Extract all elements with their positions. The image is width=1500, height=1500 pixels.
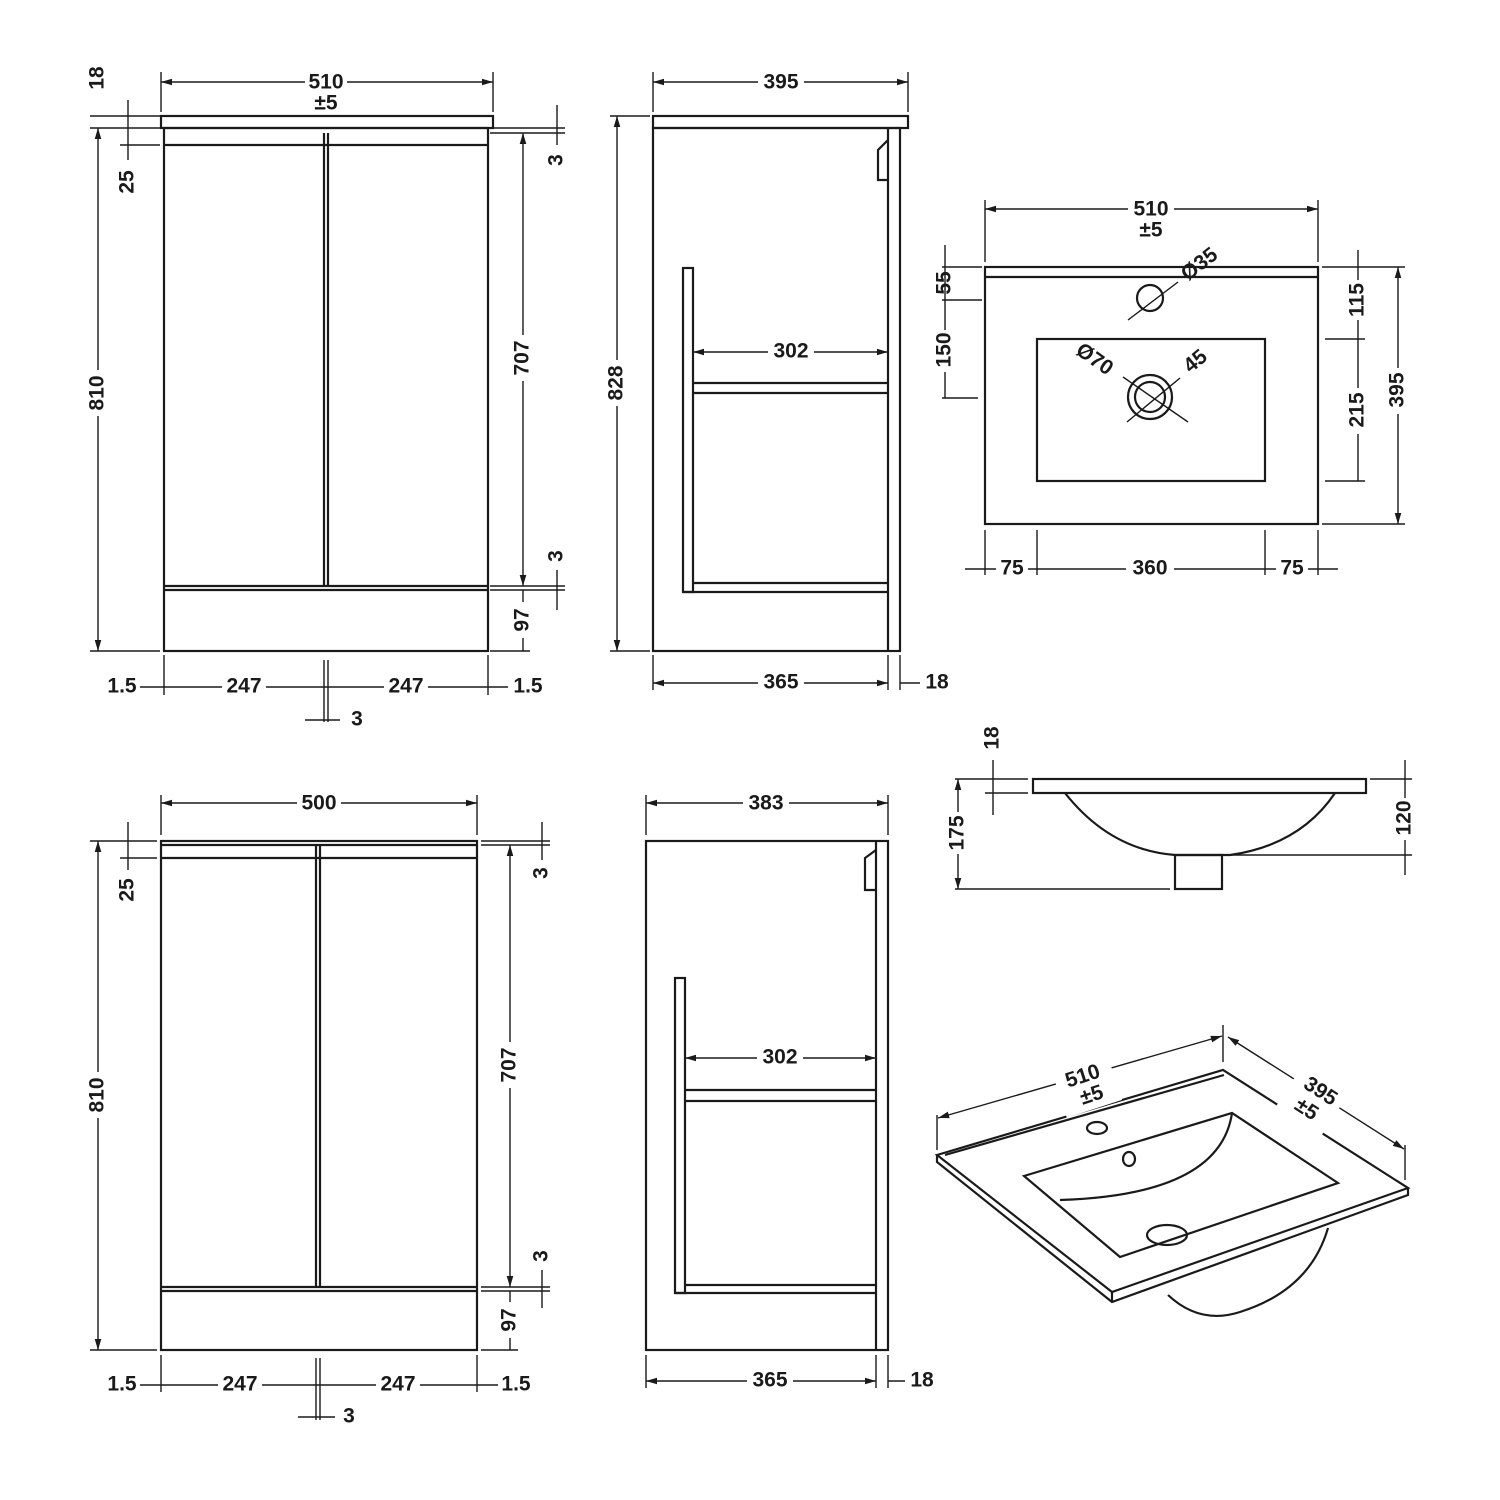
dim-tap-to-bowl: 150 bbox=[933, 332, 956, 367]
dim-side-left: 1.5 bbox=[107, 1373, 137, 1396]
dim-body-depth: 365 bbox=[752, 1369, 787, 1392]
dim-bowl-depth: 215 bbox=[1346, 392, 1369, 427]
dim-waste-outer: Ø70 bbox=[1072, 338, 1118, 380]
dim-door-left: 247 bbox=[222, 1373, 257, 1396]
dim-rear-to-bowl: 115 bbox=[1346, 283, 1369, 317]
dim-door-height: 707 bbox=[498, 1047, 521, 1082]
dim-width: 510 bbox=[308, 71, 343, 94]
front-view-top: 510 ±5 18 25 810 3 707 3 97 1.5 247 247 … bbox=[86, 66, 568, 731]
dim-plinth: 97 bbox=[511, 608, 534, 631]
dim-door-left: 247 bbox=[226, 675, 261, 698]
dim-bottom-reveal: 3 bbox=[545, 550, 568, 562]
dim-inner-depth: 302 bbox=[762, 1046, 797, 1069]
dim-door-thickness: 18 bbox=[925, 671, 949, 694]
dim-depth: 395 bbox=[1386, 372, 1409, 407]
dim-width-tol: ±5 bbox=[314, 92, 338, 115]
dim-top-reveal: 3 bbox=[530, 867, 553, 879]
dim-left-margin: 75 bbox=[1000, 557, 1024, 580]
dim-side-left: 1.5 bbox=[107, 675, 137, 698]
dim-bowl-width: 360 bbox=[1132, 557, 1167, 580]
dim-door-thickness: 18 bbox=[910, 1369, 934, 1392]
dim-door-right: 247 bbox=[380, 1373, 415, 1396]
dim-right-margin: 75 bbox=[1280, 557, 1304, 580]
tap-hole-icon bbox=[1135, 283, 1165, 313]
dim-door-height: 707 bbox=[511, 340, 534, 375]
dim-top-reveal: 3 bbox=[545, 154, 568, 166]
dim-top-gap: 25 bbox=[116, 170, 139, 194]
dim-body-depth: 365 bbox=[763, 671, 798, 694]
waste-icon bbox=[1145, 1223, 1189, 1247]
dim-tap-hole: Ø35 bbox=[1177, 243, 1223, 286]
overflow-icon bbox=[1121, 1150, 1137, 1168]
dim-height: 810 bbox=[86, 1077, 109, 1112]
dim-waste-inner: 45 bbox=[1179, 345, 1212, 378]
waste-outer-icon bbox=[1126, 373, 1174, 421]
tap-hole-icon bbox=[1085, 1120, 1109, 1136]
dim-bowl-height: 120 bbox=[1393, 800, 1416, 835]
dim-depth: 383 bbox=[748, 792, 783, 815]
dim-side-right: 1.5 bbox=[501, 1373, 531, 1396]
dim-height: 810 bbox=[86, 375, 109, 410]
dim-overall-height: 175 bbox=[946, 815, 969, 850]
front-view-bottom: 500 25 810 3 707 3 97 1.5 247 247 1.5 3 bbox=[86, 792, 553, 1428]
dim-height: 828 bbox=[605, 365, 628, 400]
dim-width: 500 bbox=[301, 792, 336, 815]
dim-top-thickness: 18 bbox=[86, 66, 109, 90]
dim-plinth: 97 bbox=[498, 1308, 521, 1331]
dim-bottom-reveal: 3 bbox=[530, 1250, 553, 1262]
side-view-bottom: 383 302 365 18 bbox=[644, 792, 934, 1392]
dim-top-gap: 25 bbox=[116, 878, 139, 902]
dim-door-right: 247 bbox=[388, 675, 423, 698]
dim-door-gap: 3 bbox=[351, 708, 363, 731]
dim-depth: 395 bbox=[763, 71, 798, 94]
basin-plan-view: 510 ±5 55 150 Ø35 Ø70 45 115 215 395 75 … bbox=[933, 198, 1410, 580]
dim-side-right: 1.5 bbox=[513, 675, 543, 698]
dim-inner-depth: 302 bbox=[773, 340, 808, 363]
basin-side-view: 18 175 120 bbox=[946, 726, 1417, 891]
side-view-top: 395 828 302 365 18 bbox=[605, 71, 949, 694]
basin-isometric-view: 510 ±5 395 ±5 bbox=[934, 1025, 1411, 1318]
dim-back-edge: 55 bbox=[933, 271, 956, 295]
dim-door-gap: 3 bbox=[343, 1405, 355, 1428]
dim-width: 510 bbox=[1133, 198, 1168, 221]
dim-top-thickness: 18 bbox=[981, 726, 1004, 750]
dim-width-tol: ±5 bbox=[1139, 219, 1163, 242]
